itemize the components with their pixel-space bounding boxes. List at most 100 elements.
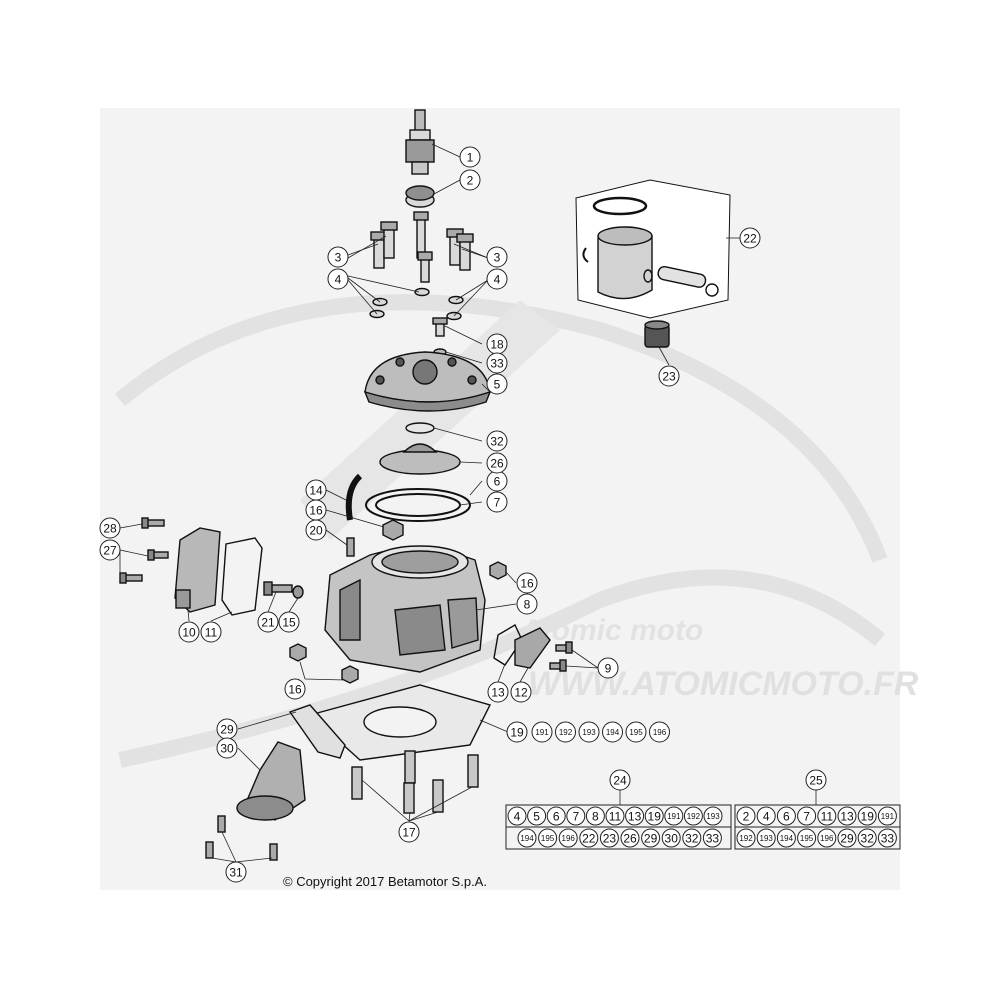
svg-text:195: 195: [629, 728, 643, 737]
kit-24-item-8: 8: [585, 806, 605, 826]
cylinder-nut: [382, 519, 404, 541]
svg-text:32: 32: [685, 832, 699, 846]
callout-196: 196: [649, 721, 670, 743]
callout-8: 8: [516, 593, 538, 615]
valve-cover-gasket: [221, 537, 263, 616]
kit-25-item-7: 7: [797, 806, 817, 826]
callout-23: 23: [658, 365, 680, 387]
svg-text:11: 11: [205, 626, 218, 640]
dowel-pins: [351, 750, 479, 814]
svg-text:8: 8: [524, 598, 531, 612]
kit-24-item-30: 30: [661, 828, 681, 848]
svg-text:16: 16: [288, 683, 302, 697]
svg-text:6: 6: [783, 810, 790, 824]
callout-192: 192: [555, 721, 576, 743]
svg-text:16: 16: [520, 577, 534, 591]
kit-24-item-193: 193: [703, 806, 723, 826]
svg-text:22: 22: [582, 832, 596, 846]
callout-3: 3: [486, 246, 508, 268]
callout-1: 1: [459, 146, 481, 168]
svg-text:5: 5: [494, 378, 501, 392]
svg-text:191: 191: [535, 728, 549, 737]
kit-24-item-11: 11: [605, 806, 625, 826]
kit-25-item-192: 192: [736, 828, 756, 848]
svg-text:196: 196: [562, 834, 576, 843]
svg-text:4: 4: [514, 810, 521, 824]
kit-24-item-26: 26: [620, 828, 640, 848]
callout-4: 4: [486, 268, 508, 290]
kit-25-item-11: 11: [817, 806, 837, 826]
callout-12: 12: [510, 681, 532, 703]
kit-24-item-194: 194: [517, 828, 537, 848]
svg-text:27: 27: [103, 544, 117, 558]
svg-text:3: 3: [335, 251, 342, 265]
callout-195: 195: [625, 721, 647, 743]
svg-text:19: 19: [510, 726, 524, 740]
svg-text:2: 2: [743, 810, 750, 824]
coolant-hose: [345, 473, 363, 521]
callout-16: 16: [284, 678, 306, 700]
kit-25-item-32: 32: [857, 828, 877, 848]
callout-17: 17: [398, 821, 420, 843]
svg-text:26: 26: [490, 457, 504, 471]
svg-text:3: 3: [494, 251, 501, 265]
svg-text:2: 2: [467, 174, 474, 188]
kit-24-item-192: 192: [683, 806, 703, 826]
svg-text:24: 24: [613, 774, 627, 788]
callout-33: 33: [486, 352, 508, 374]
callout-29: 29: [216, 718, 238, 740]
svg-text:195: 195: [800, 834, 814, 843]
intake-manifold: [236, 741, 306, 821]
head-bolts: [370, 211, 474, 283]
svg-text:9: 9: [605, 662, 612, 676]
kit-25-item-33: 33: [877, 828, 897, 848]
callout-193: 193: [578, 721, 600, 743]
svg-text:192: 192: [739, 834, 753, 843]
svg-text:1: 1: [467, 151, 474, 165]
head-gasket-inner: [375, 493, 461, 517]
combustion-chamber-insert: [379, 443, 461, 475]
svg-text:13: 13: [491, 686, 505, 700]
svg-text:22: 22: [743, 232, 757, 246]
cylinder-head: [363, 351, 492, 412]
svg-text:194: 194: [606, 728, 620, 737]
cover-screws: [119, 517, 169, 584]
kit-24-item-33: 33: [702, 828, 722, 848]
callout-14: 14: [305, 479, 327, 501]
callout-27: 27: [99, 539, 121, 561]
svg-text:7: 7: [494, 496, 501, 510]
callout-5: 5: [486, 373, 508, 395]
kit-24-item-19: 19: [644, 806, 664, 826]
svg-text:17: 17: [402, 826, 416, 840]
svg-text:11: 11: [609, 810, 622, 824]
svg-text:194: 194: [780, 834, 794, 843]
kit-24-item-22: 22: [579, 828, 599, 848]
svg-text:23: 23: [603, 832, 617, 846]
svg-text:29: 29: [840, 832, 854, 846]
kit-24-item-4: 4: [507, 806, 527, 826]
leader-lines: [119, 143, 817, 863]
callout-194: 194: [602, 721, 623, 743]
svg-text:32: 32: [490, 435, 504, 449]
svg-text:5: 5: [533, 810, 540, 824]
kit-24-item-23: 23: [599, 828, 619, 848]
kit-24-item-5: 5: [527, 806, 547, 826]
svg-text:192: 192: [559, 728, 573, 737]
kit-25-item-194: 194: [776, 828, 796, 848]
callout-4: 4: [327, 268, 349, 290]
svg-text:11: 11: [821, 810, 834, 824]
bleed-screw: [346, 537, 355, 557]
kit-24-item-29: 29: [641, 828, 661, 848]
svg-text:195: 195: [541, 834, 555, 843]
svg-text:193: 193: [706, 812, 720, 821]
kit-24-item-6: 6: [546, 806, 566, 826]
svg-text:33: 33: [490, 357, 504, 371]
svg-text:14: 14: [309, 484, 323, 498]
needle-bearing: [644, 320, 670, 348]
kit-25-item-13: 13: [837, 806, 857, 826]
small-bolt: [432, 317, 448, 337]
port-bolt: [263, 581, 293, 596]
kit-25-item-6: 6: [776, 806, 796, 826]
